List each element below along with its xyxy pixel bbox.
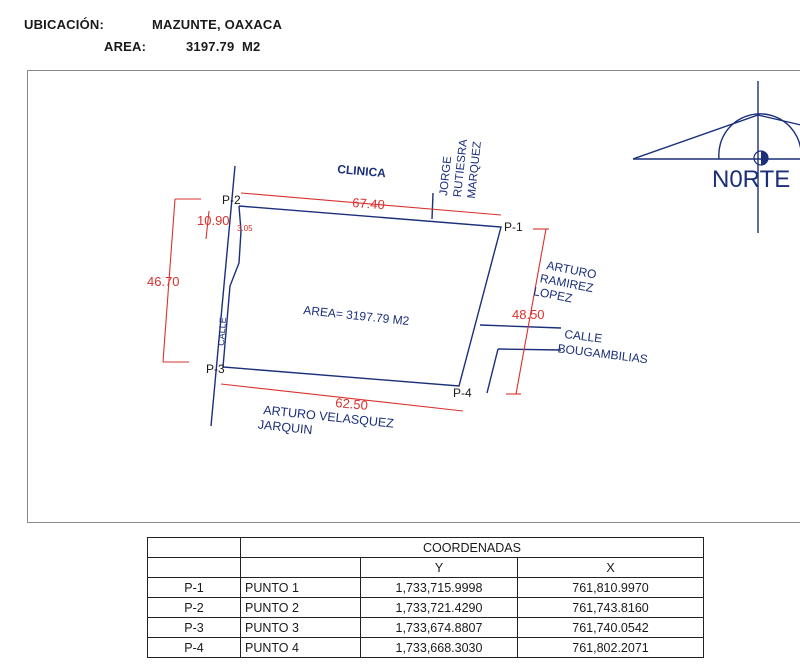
dim-segment: 10.90 <box>197 213 230 228</box>
table-title: COORDENADAS <box>240 537 704 558</box>
dim-line-north <box>240 192 502 216</box>
neighbor-south-2: JARQUIN <box>257 418 313 438</box>
east-street-line-1 <box>479 324 562 329</box>
neighbor-north-person-3: MARQUEZ <box>466 141 484 199</box>
ubicacion-label: UBICACIÓN: <box>24 17 104 32</box>
row-id: P-3 <box>147 617 241 638</box>
street-east-1: CALLE <box>564 327 603 346</box>
neighbor-north: CLINICA <box>337 162 387 180</box>
ubicacion-value: MAZUNTE, OAXACA <box>152 17 283 32</box>
table-corner-cell <box>147 537 241 558</box>
row-y: 1,733,715.9998 <box>360 577 518 598</box>
east-street-line-2 <box>497 348 562 351</box>
row-y: 1,733,674.8807 <box>360 617 518 638</box>
area-text: AREA= 3197.79 M2 <box>303 303 411 328</box>
point-label-p1: P-1 <box>504 220 523 234</box>
column-header-y: Y <box>360 557 518 578</box>
row-name: PUNTO 4 <box>240 637 361 658</box>
row-y: 1,733,721.4290 <box>360 597 518 618</box>
row-id: P-1 <box>147 577 241 598</box>
row-x: 761,740.0542 <box>517 617 704 638</box>
dim-offset: 3.05 <box>237 224 253 233</box>
dim-north: 67.40 <box>352 195 386 212</box>
site-plan: P-1 P-2 P-3 P-4 67.40 62.50 46.70 48.50 … <box>147 81 800 438</box>
plan-frame: P-1 P-2 P-3 P-4 67.40 62.50 46.70 48.50 … <box>27 70 800 523</box>
table-row: P-3 PUNTO 3 1,733,674.8807 761,740.0542 <box>147 617 704 638</box>
point-label-p4: P-4 <box>453 386 472 400</box>
point-label-p3: P-3 <box>206 362 225 376</box>
row-id: P-2 <box>147 597 241 618</box>
area-label: AREA: <box>104 39 147 54</box>
row-id: P-4 <box>147 637 241 658</box>
row-name: PUNTO 2 <box>240 597 361 618</box>
coordinates-table: COORDENADAS Y X P-1 PUNTO 1 1,733,715.99… <box>147 537 704 658</box>
dim-east: 48.50 <box>512 307 545 322</box>
dim-south: 62.50 <box>335 395 369 413</box>
west-street-line <box>210 165 236 427</box>
north-divider-line <box>431 192 434 220</box>
column-header-x: X <box>517 557 704 578</box>
row-y: 1,733,668.3030 <box>360 637 518 658</box>
west-street-label: CALLE <box>216 317 228 346</box>
compass-arc <box>718 113 800 160</box>
compass-disc-icon <box>753 150 769 166</box>
table-subheader-empty-2 <box>240 557 361 578</box>
dim-west: 46.70 <box>147 274 180 289</box>
dim-line-south <box>220 383 464 412</box>
compass-roof <box>632 114 800 160</box>
lot-boundary <box>222 205 502 387</box>
table-subheader-row: Y X <box>147 557 704 578</box>
row-name: PUNTO 3 <box>240 617 361 638</box>
row-name: PUNTO 1 <box>240 577 361 598</box>
table-row: P-2 PUNTO 2 1,733,721.4290 761,743.8160 <box>147 597 704 618</box>
neighbor-north-person-1: JORGE <box>438 155 454 196</box>
street-east-2: BOUGAMBILIAS <box>557 341 649 366</box>
area-value: 3197.79 M2 <box>186 39 261 54</box>
table-row: P-4 PUNTO 4 1,733,668.3030 761,802.2071 <box>147 637 704 658</box>
dim-line-seg <box>205 210 210 240</box>
north-label: N0RTE <box>712 166 790 193</box>
table-header-row: COORDENADAS <box>147 537 704 558</box>
dim-line-west <box>162 198 176 363</box>
row-x: 761,743.8160 <box>517 597 704 618</box>
east-street-line-3 <box>486 348 499 394</box>
row-x: 761,802.2071 <box>517 637 704 658</box>
table-row: P-1 PUNTO 1 1,733,715.9998 761,810.9970 <box>147 577 704 598</box>
dim-line-east <box>515 228 547 395</box>
point-label-p2: P-2 <box>222 193 241 207</box>
row-x: 761,810.9970 <box>517 577 704 598</box>
table-subheader-empty-1 <box>147 557 241 578</box>
